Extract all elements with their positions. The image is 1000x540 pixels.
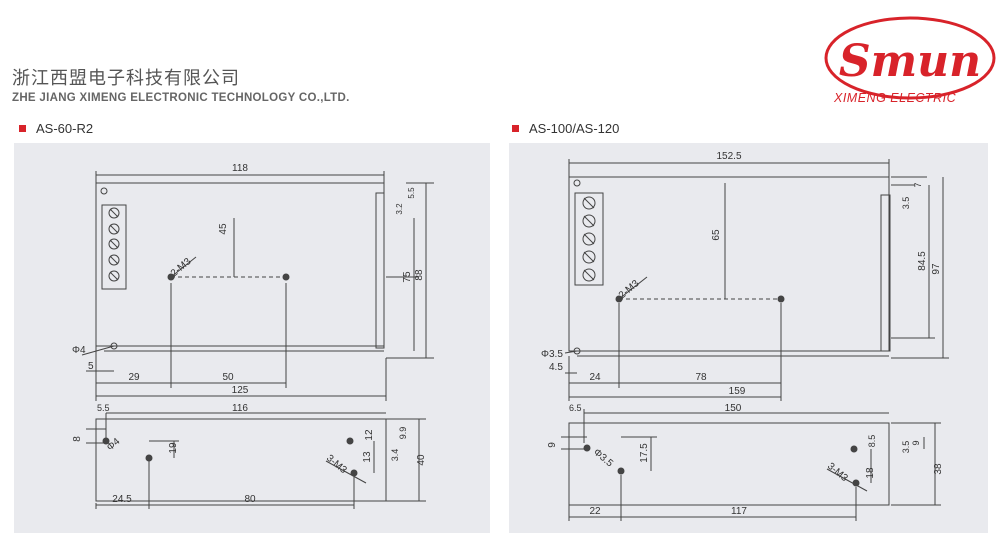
dimension-label: 45 [218,223,229,235]
dimension-label: 117 [731,506,747,517]
dimension-label: 2-M3 [169,256,194,279]
top-view-right: 152.5 65 2-M3 84.5 97 7 3.5 Φ3.5 4.5 24 … [541,151,949,401]
company-name-cn: 浙江西盟电子科技有限公司 [12,68,240,89]
dimension-label: 88 [414,269,425,281]
dimension-label: 7 [913,182,923,187]
dimension-label: 13 [362,451,373,463]
dimension-label: 9 [547,442,558,448]
dimension-label: 19 [168,442,179,454]
dimension-label: 2-M3 [617,278,642,301]
dimension-label: 50 [222,372,234,383]
dimension-label: 24 [589,372,601,383]
bullet-square-icon [19,125,26,133]
dimension-label: 78 [695,372,707,383]
dimension-label: 152.5 [716,151,741,162]
dimension-label: 159 [729,386,746,397]
model-label-left: AS-60-R2 [19,121,93,136]
dimension-label: 17.5 [639,443,650,463]
drawing-panel-right: 152.5 65 2-M3 84.5 97 7 3.5 Φ3.5 4.5 24 … [509,143,988,533]
dimension-label: 5.5 [97,403,110,413]
logo-subtitle: XIMENG ELECTRIC [834,91,957,105]
dimension-label: 6.5 [569,403,582,413]
dimension-label: 3-M3 [324,453,349,476]
dimension-label: 5.5 [407,187,416,199]
dimension-label: 40 [416,454,427,466]
company-name-en: ZHE JIANG XIMENG ELECTRONIC TECHNOLOGY C… [12,92,350,104]
dimension-label: 29 [128,372,140,383]
terminal-screw-icon [582,196,596,282]
dimension-label: Φ3.5 [591,447,615,470]
side-view-left: 5.5 116 8 Φ4 19 3-M3 13 12 9.9 3.4 40 24… [72,403,427,509]
dimension-label: 9 [911,440,921,445]
dimension-label: 65 [711,229,722,241]
dimension-label: 18 [865,467,876,479]
dimension-label: 9.9 [398,427,408,440]
dimension-label: 8 [72,436,83,442]
dimension-label: 3.2 [395,203,404,215]
dimension-label: 84.5 [917,251,928,271]
dimension-label: 24.5 [112,494,132,505]
smun-logo: Smun [824,16,996,100]
dimension-label: 150 [725,403,742,414]
dimension-label: 4.5 [549,362,563,373]
top-view-left: 118 45 2-M3 75 88 5.5 3.2 Φ4 5 29 50 125 [72,163,434,401]
terminal-screw-icon [108,207,120,282]
dimension-label: 3-M3 [825,461,850,484]
dimension-label: 3.5 [901,197,911,210]
dimension-label: 5 [88,361,94,372]
logo-brand: Smun [839,36,981,87]
dimension-label: 75 [402,271,413,283]
dimension-label: 116 [232,403,248,414]
dimension-label: 97 [931,263,942,275]
dimension-label: 38 [933,463,944,475]
bullet-square-icon [512,125,519,133]
dimension-label: 80 [244,494,256,505]
drawing-panel-left: 118 45 2-M3 75 88 5.5 3.2 Φ4 5 29 50 125 [14,143,490,533]
dimension-label: 22 [589,506,601,517]
dimension-label: 3.4 [390,449,400,462]
dimension-label: 3.5 [901,441,911,454]
dimension-label: Φ3.5 [541,349,563,360]
model-label-right: AS-100/AS-120 [512,121,619,136]
dimension-label: Φ4 [72,345,86,356]
side-view-right: 6.5 150 9 Φ3.5 17.5 3-M3 18 8.5 3.5 9 38… [547,403,944,521]
dimension-label: 118 [232,163,248,174]
dimension-label: 125 [232,385,249,396]
dimension-label: 8.5 [867,435,877,448]
dimension-label: 12 [364,429,375,441]
